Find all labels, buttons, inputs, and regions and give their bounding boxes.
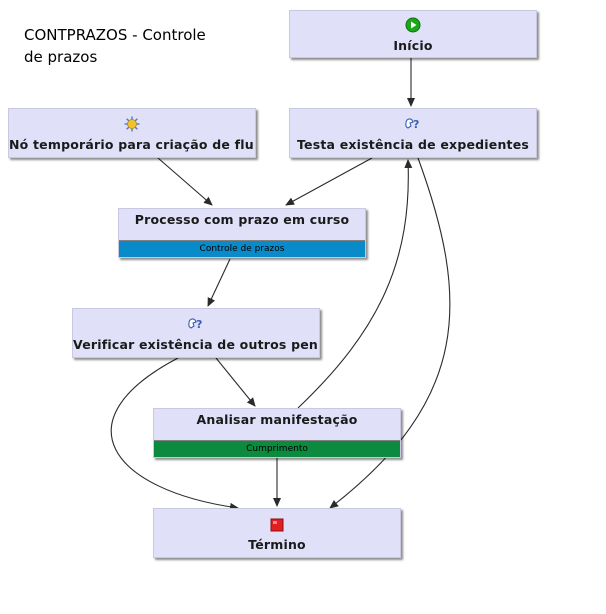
edge-processo-to-verificar xyxy=(207,258,231,307)
decision-question-icon: ? xyxy=(188,318,202,331)
diagram-title-line2: de prazos xyxy=(24,48,98,66)
edge-testa-to-processo xyxy=(285,157,373,206)
node-verificar-existencia[interactable]: ? Verificar existência de outros pen... xyxy=(72,308,320,358)
node-testa-existencia[interactable]: ? Testa existência de expedientes xyxy=(289,108,537,158)
node-testa-existencia-label: Testa existência de expedientes xyxy=(296,137,530,152)
node-analisar-manifestacao-band: Cumprimento xyxy=(154,440,400,457)
diagram-title: CONTPRAZOS - Controle de prazos xyxy=(24,24,244,68)
node-inicio[interactable]: Início xyxy=(289,10,537,58)
gear-sun-icon xyxy=(124,116,140,132)
node-termino-label: Término xyxy=(248,537,306,552)
edge-verificar-to-analisar xyxy=(215,357,256,407)
node-inicio-label: Início xyxy=(393,38,433,53)
diagram-title-line1: CONTPRAZOS - Controle xyxy=(24,26,206,44)
stop-square-icon xyxy=(270,518,284,532)
node-analisar-manifestacao[interactable]: Analisar manifestação Cumprimento xyxy=(153,408,401,458)
node-processo-prazo-band: Controle de prazos xyxy=(119,240,365,257)
decision-question-icon: ? xyxy=(405,118,419,131)
svg-text:?: ? xyxy=(413,118,419,131)
edge-testa-to-termino xyxy=(329,157,451,509)
node-termino[interactable]: Término xyxy=(153,508,401,558)
svg-text:?: ? xyxy=(196,318,202,331)
node-no-temporario-label: Nó temporário para criação de flu... xyxy=(9,137,255,152)
edge-temporario-to-processo xyxy=(157,157,213,206)
edge-verificar-to-termino xyxy=(110,357,239,511)
start-play-icon xyxy=(405,17,421,33)
node-verificar-existencia-label: Verificar existência de outros pen... xyxy=(73,337,319,352)
edge-analisar-to-testa xyxy=(297,159,413,409)
node-no-temporario[interactable]: Nó temporário para criação de flu... xyxy=(8,108,256,158)
node-processo-prazo[interactable]: Processo com prazo em curso Controle de … xyxy=(118,208,366,258)
node-processo-prazo-label: Processo com prazo em curso xyxy=(134,212,350,227)
node-analisar-manifestacao-label: Analisar manifestação xyxy=(196,412,358,427)
